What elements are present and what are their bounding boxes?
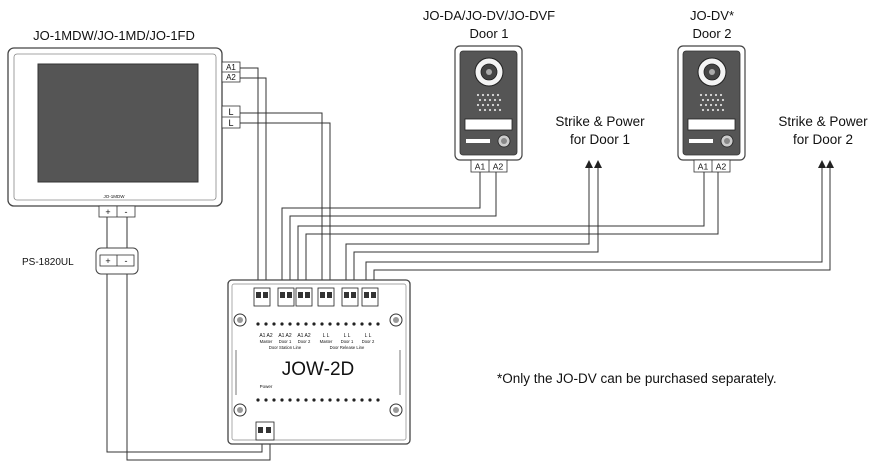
adaptor-led-row-top (256, 322, 380, 326)
door1-logo (466, 139, 490, 143)
monitor-terminal-a2: A2 (226, 73, 236, 82)
adaptor-group-label: Master (320, 339, 333, 344)
adaptor-housing (227, 279, 411, 445)
power-supply: PS-1820UL + - (22, 247, 139, 275)
adaptor-caption-release: Door Release Line (330, 345, 365, 350)
door2-terminal-a1: A1 (698, 162, 709, 172)
adaptor-group-label: Master (260, 339, 273, 344)
monitor-terminal-plus: + (105, 207, 110, 217)
monitor: JO-1MDW/JO-1MD/JO-1FD JO-1MDW A1 A2 L L … (7, 28, 241, 218)
footnote: *Only the JO-DV can be purchased separat… (497, 371, 777, 386)
adaptor-group-label: Door 2 (362, 339, 375, 344)
door1-speaker-grille-icon (476, 93, 502, 112)
adaptor-caption-station: Door Station Line (269, 345, 302, 350)
door-station-2: JO-DV* Door 2 A1 A2 (677, 8, 746, 173)
wire-door2-a1 (297, 172, 705, 288)
door-station-1: JO-DA/JO-DV/JO-DVF Door 1 A1 A2 (423, 8, 555, 173)
strike2-line1: Strike & Power (778, 114, 868, 129)
adaptor-terminal-label: A1 A2 (278, 333, 292, 339)
monitor-terminal-a1: A1 (226, 63, 236, 72)
adaptor-terminal-label: L L (344, 333, 351, 339)
adaptor-group-label: Door 1 (279, 339, 292, 344)
monitor-terminal-minus: - (125, 207, 128, 217)
adaptor-group-label: Door 2 (298, 339, 311, 344)
adaptor-terminal-label: L L (323, 333, 330, 339)
wire-strike2-1 (365, 168, 823, 288)
door2-name: Door 2 (692, 26, 731, 41)
arrow-strike1-2-icon (594, 160, 602, 168)
wire-strike1-2 (353, 168, 599, 288)
wire-door1-a1 (281, 172, 481, 288)
door2-speaker-grille-icon (699, 93, 725, 112)
power-supply-label: PS-1820UL (22, 257, 74, 268)
door1-terminal-a2: A2 (493, 162, 504, 172)
wiring (106, 67, 834, 461)
door2-model-label: JO-DV* (690, 8, 734, 23)
adaptor-power-terminal (255, 421, 275, 441)
wire-monitor-l2 (240, 122, 331, 288)
wire-strike2-2 (373, 168, 831, 288)
arrow-strike2-2-icon (826, 160, 834, 168)
strike-labels: Strike & Power for Door 1 Strike & Power… (555, 114, 868, 147)
adaptor-terminal-label: L L (365, 333, 372, 339)
door1-nameplate (464, 118, 513, 131)
adaptor-terminal-label: A1 A2 (297, 333, 311, 339)
wire-power-adaptor-neg (126, 268, 271, 461)
adaptor-power-label: Power (260, 384, 273, 389)
wire-power-adaptor-pos (106, 268, 263, 453)
wire-monitor-l1 (240, 112, 323, 288)
strike1-line1: Strike & Power (555, 114, 645, 129)
monitor-terminal-l1: L (228, 107, 233, 117)
door1-terminal-a1: A1 (475, 162, 486, 172)
monitor-model-label: JO-1MDW/JO-1MD/JO-1FD (33, 28, 195, 43)
wire-door2-a2 (305, 172, 719, 288)
monitor-screen (37, 63, 199, 183)
door1-name: Door 1 (469, 26, 508, 41)
power-supply-minus: - (125, 256, 128, 266)
adaptor-led-row-bottom (256, 398, 380, 402)
monitor-terminal-l2: L (228, 118, 233, 128)
door2-logo (689, 139, 713, 143)
monitor-bezel (13, 53, 217, 201)
arrow-strike1-1-icon (585, 160, 593, 168)
door2-nameplate (687, 118, 736, 131)
door1-model-label: JO-DA/JO-DV/JO-DVF (423, 8, 555, 23)
monitor-brand-text: JO-1MDW (104, 194, 126, 199)
adaptor-terminal-labels: A1 A2 A1 A2 A1 A2 L L L L L L Master Doo… (259, 333, 375, 350)
adaptor-group-label: Door 1 (341, 339, 354, 344)
door2-terminal-a2: A2 (716, 162, 727, 172)
strike2-line2: for Door 2 (793, 132, 853, 147)
wire-door1-a2 (289, 172, 497, 288)
adaptor-jow-2d: A1 A2 A1 A2 A1 A2 L L L L L L Master Doo… (227, 279, 411, 445)
adaptor-name: JOW-2D (282, 359, 354, 380)
arrow-strike2-1-icon (818, 160, 826, 168)
wire-monitor-a2 (240, 77, 267, 288)
power-supply-plus: + (105, 256, 110, 266)
adaptor-terminal-label: A1 A2 (259, 333, 273, 339)
wire-monitor-a1 (240, 67, 259, 288)
strike1-line2: for Door 1 (570, 132, 630, 147)
wire-strike1-1 (345, 168, 590, 288)
